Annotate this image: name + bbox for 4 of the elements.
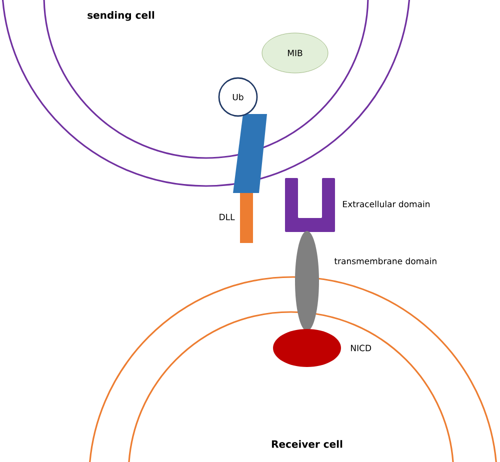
part-label: transmembrane domain [334, 258, 436, 264]
part-label: Extracellular domain [343, 200, 430, 208]
part-label: NICD [351, 344, 372, 352]
part-label: DLL [220, 214, 235, 220]
